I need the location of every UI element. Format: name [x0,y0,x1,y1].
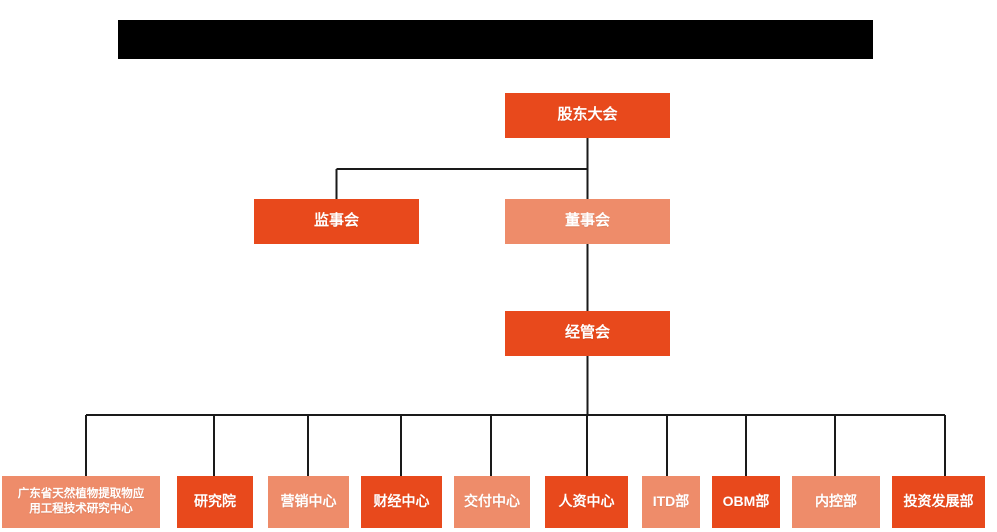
org-node-label: 交付中心 [464,493,520,510]
org-node-l4[interactable]: 财经中心 [361,476,442,528]
org-node-l9[interactable]: 内控部 [792,476,880,528]
org-node-l6[interactable]: 人资中心 [545,476,628,528]
org-node-l3[interactable]: 营销中心 [268,476,349,528]
org-node-label: ITD部 [652,493,690,510]
org-node-n4[interactable]: 经管会 [505,311,670,356]
org-node-label: 投资发展部 [903,493,974,510]
org-node-l5[interactable]: 交付中心 [454,476,530,528]
org-node-label: 人资中心 [558,493,615,510]
org-node-l10[interactable]: 投资发展部 [892,476,985,528]
org-node-label: 广东省天然植物提取物应 用工程技术研究中心 [17,487,145,515]
org-node-label: OBM部 [722,493,770,510]
org-node-l8[interactable]: OBM部 [712,476,780,528]
org-node-n1[interactable]: 股东大会 [505,93,670,138]
org-node-label: 研究院 [194,493,236,510]
org-node-l2[interactable]: 研究院 [177,476,253,528]
title-banner [118,20,873,59]
org-node-label: 董事会 [564,212,610,230]
org-node-label: 内控部 [815,493,857,510]
org-node-n2[interactable]: 监事会 [254,199,419,244]
org-node-l7[interactable]: ITD部 [642,476,700,528]
org-node-label: 财经中心 [373,493,430,510]
org-node-l1[interactable]: 广东省天然植物提取物应 用工程技术研究中心 [2,476,160,528]
org-node-label: 股东大会 [557,106,618,124]
org-node-label: 营销中心 [280,493,337,510]
org-node-label: 监事会 [313,212,359,230]
org-node-n3[interactable]: 董事会 [505,199,670,244]
org-node-label: 经管会 [564,324,610,342]
